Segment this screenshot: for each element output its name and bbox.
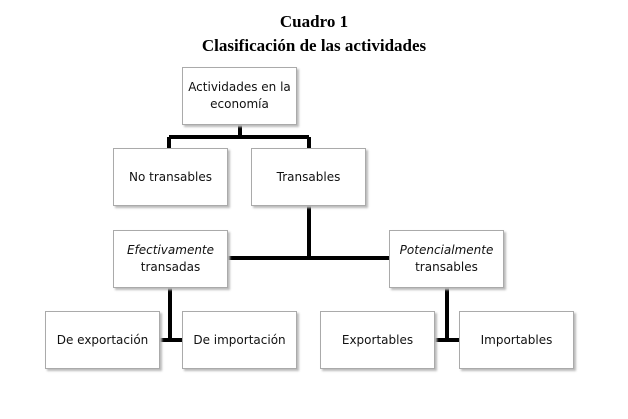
node-importables: Importables	[459, 311, 574, 369]
node-potencialmente-transables: Potencialmente transables	[389, 230, 504, 288]
connector-potencialmente	[435, 288, 459, 342]
connector-transables	[228, 206, 389, 260]
node-transables: Transables	[251, 148, 366, 206]
node-label: economía	[210, 97, 269, 111]
node-label: Exportables	[341, 332, 414, 347]
node-efectivamente-transadas: Efectivamente transadas	[113, 230, 228, 288]
node-label: transables	[415, 260, 478, 274]
figure-title: Clasificación de las actividades	[201, 36, 427, 55]
node-label: De importación	[193, 332, 286, 347]
node-label: Importables	[480, 332, 553, 347]
node-label: De exportación	[56, 332, 149, 347]
connector-efectivamente	[160, 288, 182, 342]
node-label: Potencialmente	[399, 243, 494, 257]
connector-root	[167, 125, 311, 148]
node-label: Actividades en la	[188, 80, 291, 94]
node-exportables: Exportables	[320, 311, 435, 369]
node-de-importacion: De importación	[182, 311, 297, 369]
figure-number: Cuadro 1	[279, 12, 349, 31]
node-no-transables: No transables	[113, 148, 228, 206]
node-label: No transables	[129, 169, 212, 184]
node-de-exportacion: De exportación	[45, 311, 160, 369]
node-actividades: Actividades en la economía	[182, 67, 297, 125]
node-label: Transables	[276, 169, 341, 184]
node-label: transadas	[140, 260, 201, 274]
node-label: Efectivamente	[126, 243, 215, 257]
